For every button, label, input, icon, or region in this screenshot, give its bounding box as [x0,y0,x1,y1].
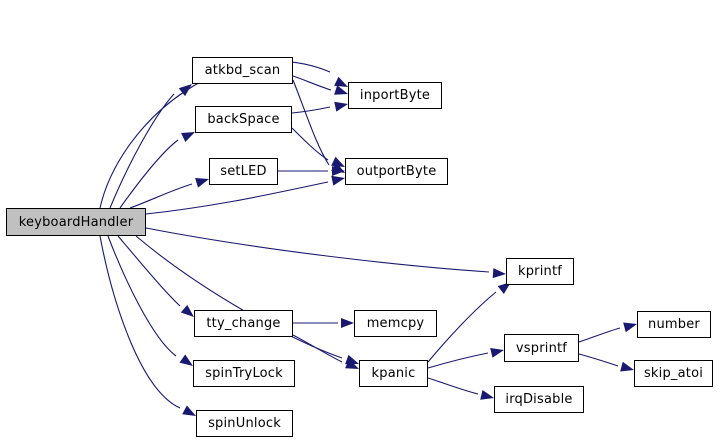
arrowhead-icon [341,318,354,328]
graph-node-setLED[interactable]: setLED [209,158,278,185]
arrowhead-icon [492,268,506,279]
edge-keyboardHandler-to-setLED [129,178,209,209]
graph-node-inportByte[interactable]: inportByte [348,82,442,109]
arrowhead-icon [178,84,192,97]
graph-node-label: memcpy [366,316,425,331]
arrowhead-icon [195,178,209,188]
edge-backSpace-to-inportByte [291,101,348,114]
graph-node-label: skip_atoi [643,366,704,381]
graph-node-label: outportByte [356,164,437,179]
edge-kpanic-to-irqDisable [427,377,494,400]
edge-vsprintf-to-number [578,322,637,343]
arrowhead-icon [334,85,348,95]
edge-keyboardHandler-to-tty_change [117,235,194,317]
arrowhead-icon [331,175,345,186]
arrowhead-icon [181,132,195,143]
arrowhead-icon [334,76,348,87]
edge-vsprintf-to-skip_atoi [578,353,634,372]
graph-node-label: kprintf [517,264,563,279]
edge-kpanic-to-vsprintf [427,348,504,369]
graph-node-label: spinTryLock [205,366,283,381]
edge-keyboardHandler-to-kprintf [145,227,506,279]
graph-node-spinTryLock[interactable]: spinTryLock [193,360,295,387]
graph-node-label: backSpace [207,112,280,127]
edge-keyboardHandler-to-backSpace [119,132,195,209]
graph-node-label: setLED [220,164,267,179]
graph-node-kprintf[interactable]: kprintf [506,258,574,285]
arrowhead-icon [182,405,196,416]
arrowhead-icon [345,359,359,369]
graph-node-label: tty_change [206,316,281,331]
edge-atkbd_scan-to-inportByte [292,75,348,95]
graph-node-label: keyboardHandler [18,214,134,230]
edge-keyboardHandler-to-spinTryLock [107,235,193,366]
graph-node-label: spinUnlock [208,416,281,431]
edge-tty_change-to-kpanic [292,334,359,369]
graph-node-atkbd_scan[interactable]: atkbd_scan [192,57,293,84]
graph-node-outportByte[interactable]: outportByte [345,158,448,185]
edge-keyboardHandler-to-atkbd_scan [109,84,192,209]
edge-tty_change-to-memcpy [293,318,354,328]
edge-keyboardHandler-to-spinUnlock [99,235,196,416]
arrowhead-icon [331,156,345,167]
arrowhead-icon [620,361,634,372]
graph-node-label: irqDisable [505,392,573,407]
graph-node-skip_atoi[interactable]: skip_atoi [634,360,713,387]
arrowhead-icon [179,354,193,366]
graph-node-spinUnlock[interactable]: spinUnlock [196,410,293,437]
graph-node-label: vsprintf [515,340,568,356]
graph-node-backSpace[interactable]: backSpace [195,106,292,133]
arrowhead-icon [332,166,345,176]
edge-setLED-to-outportByte [278,166,345,176]
edge-kpanic-to-kprintf [427,282,511,363]
arrowhead-icon [490,348,504,358]
graph-node-label: atkbd_scan [204,63,281,78]
graph-node-tty_change[interactable]: tty_change [194,310,293,337]
graph-node-label: number [648,317,700,332]
arrowhead-icon [623,322,637,333]
graph-node-keyboardHandler[interactable]: keyboardHandler [6,208,146,236]
arrowhead-icon [180,304,194,317]
graph-node-label: inportByte [359,88,431,103]
graph-node-memcpy[interactable]: memcpy [354,310,437,337]
arrowhead-icon [334,101,348,112]
edge-backSpace-to-outportByte [291,127,345,167]
graph-node-kpanic[interactable]: kpanic [359,360,428,387]
edge-keyboardHandler-to-outportByte [145,175,345,215]
graph-node-irqDisable[interactable]: irqDisable [494,386,584,413]
arrowhead-icon [480,390,494,400]
graph-node-vsprintf[interactable]: vsprintf [504,334,579,362]
graph-node-label: kpanic [371,366,416,381]
graph-node-number[interactable]: number [637,311,711,338]
